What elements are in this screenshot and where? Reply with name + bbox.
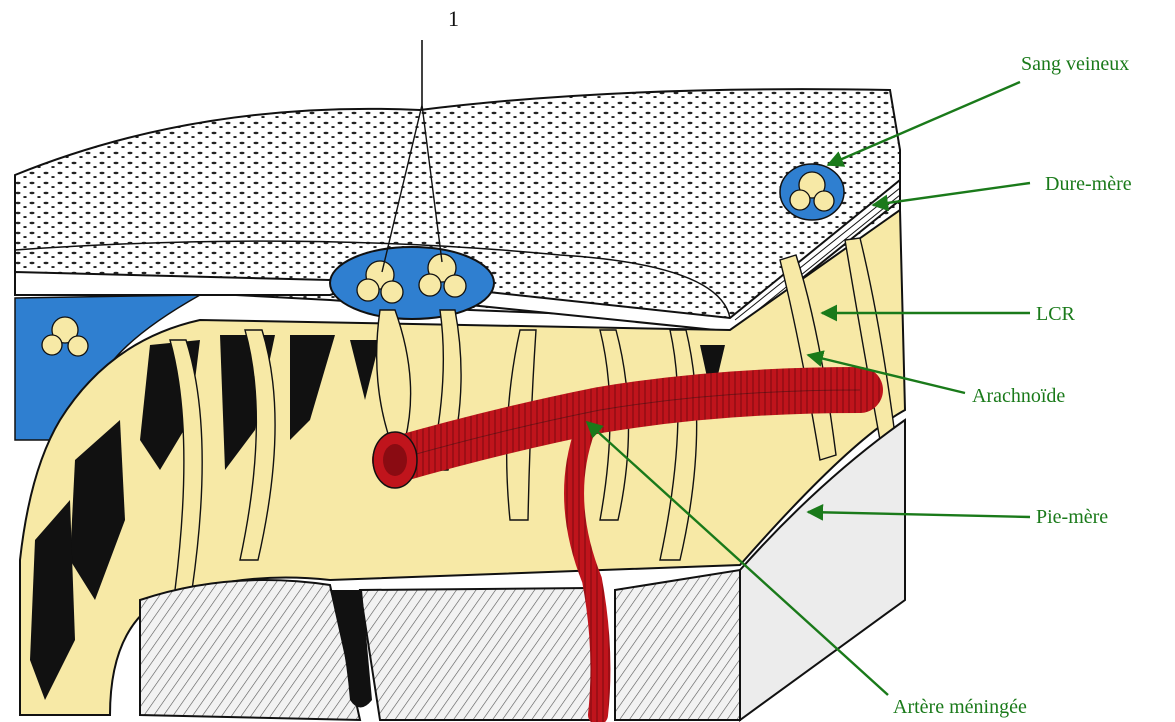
label-dure-mere: Dure-mère [1045,173,1132,195]
label-artere-meningee: Artère méningée [893,696,1027,718]
label-pie-mere: Pie-mère [1036,506,1108,528]
label-sang-veineux: Sang veineux [1021,53,1129,75]
label-arachnoide: Arachnoïde [972,385,1065,407]
pointer-number: 1 [448,6,459,31]
label-lcr: LCR [1036,303,1076,325]
venous-sinus-center [330,247,494,319]
annotation-labels: Sang veineux Dure-mère LCR Arachnoïde Pi… [893,53,1132,718]
